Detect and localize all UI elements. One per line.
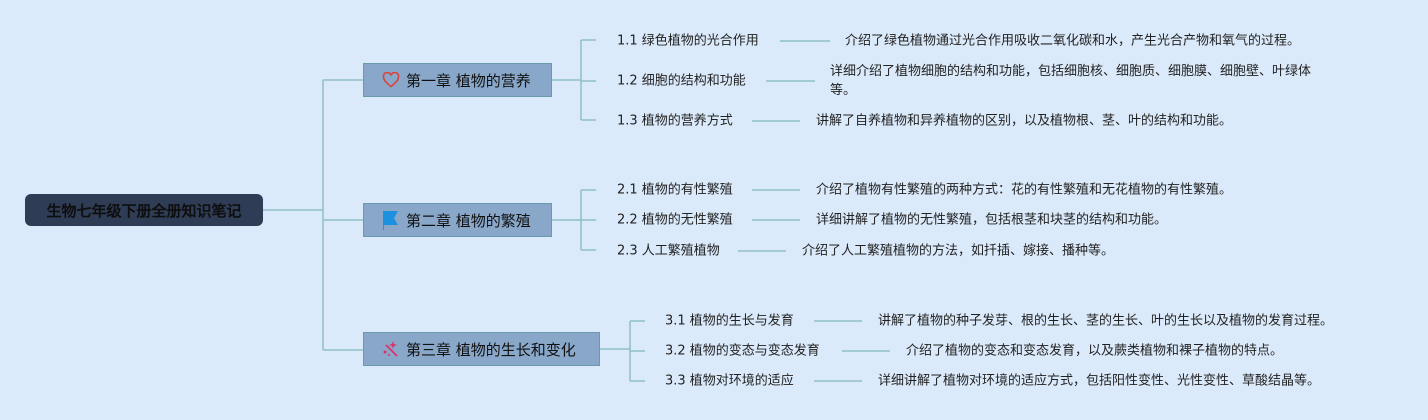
section-label[interactable]: 3.3 植物对环境的适应 — [665, 373, 794, 389]
section-label[interactable]: 2.2 植物的无性繁殖 — [617, 212, 733, 228]
section-description: 介绍了植物的变态和变态发育，以及蕨类植物和裸子植物的特点。 — [906, 343, 1284, 359]
section-label[interactable]: 1.2 细胞的结构和功能 — [617, 73, 746, 89]
section-description: 介绍了绿色植物通过光合作用吸收二氧化碳和水，产生光合产物和氧气的过程。 — [845, 33, 1301, 49]
chapter-title: 第三章 植物的生长和变化 — [406, 340, 576, 359]
flag-icon — [380, 210, 402, 230]
chapter-node-1[interactable]: 第一章 植物的营养 — [363, 63, 552, 97]
section-description: 讲解了植物的种子发芽、根的生长、茎的生长、叶的生长以及植物的发育过程。 — [878, 313, 1334, 329]
section-label[interactable]: 1.1 绿色植物的光合作用 — [617, 33, 759, 49]
section-label[interactable]: 3.2 植物的变态与变态发育 — [665, 343, 820, 359]
section-description: 详细介绍了植物细胞的结构和功能，包括细胞核、细胞质、细胞膜、细胞壁、叶绿体等。 — [830, 64, 1312, 98]
section-description: 讲解了自养植物和异养植物的区别，以及植物根、茎、叶的结构和功能。 — [816, 113, 1233, 129]
root-title: 生物七年级下册全册知识笔记 — [46, 201, 242, 220]
sparkle-icon — [380, 340, 402, 358]
chapter-node-2[interactable]: 第二章 植物的繁殖 — [363, 203, 552, 237]
section-description: 详细讲解了植物的无性繁殖，包括根茎和块茎的结构和功能。 — [816, 212, 1168, 228]
section-label[interactable]: 1.3 植物的营养方式 — [617, 113, 733, 129]
root-node[interactable]: 生物七年级下册全册知识笔记 — [25, 194, 263, 226]
section-label[interactable]: 3.1 植物的生长与发育 — [665, 313, 794, 329]
section-label[interactable]: 2.3 人工繁殖植物 — [617, 243, 720, 259]
chapter-node-3[interactable]: 第三章 植物的生长和变化 — [363, 332, 600, 366]
section-description: 介绍了人工繁殖植物的方法，如扦插、嫁接、播种等。 — [802, 243, 1115, 259]
section-description: 介绍了植物有性繁殖的两种方式：花的有性繁殖和无花植物的有性繁殖。 — [816, 182, 1233, 198]
section-label[interactable]: 2.1 植物的有性繁殖 — [617, 182, 733, 198]
section-description: 详细讲解了植物对环境的适应方式，包括阳性变性、光性变性、草酸结晶等。 — [878, 373, 1321, 389]
heart-icon — [380, 72, 402, 88]
chapter-title: 第二章 植物的繁殖 — [406, 211, 531, 230]
chapter-title: 第一章 植物的营养 — [406, 71, 531, 90]
